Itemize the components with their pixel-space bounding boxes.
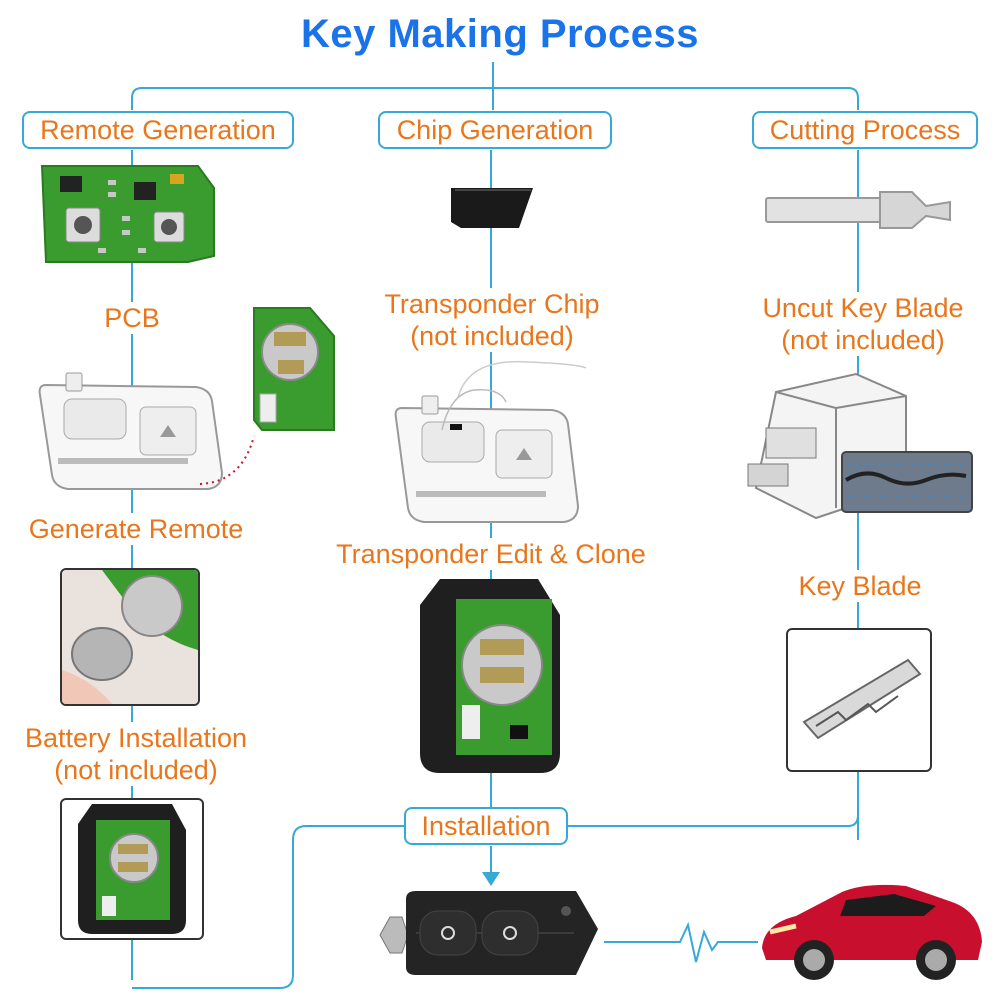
battery-installation-label: Battery Installation (not included) [4, 722, 268, 786]
battery-installation-text: Battery Installation [24, 723, 248, 753]
cutting-process-header: Cutting Process [752, 111, 978, 149]
generate-remote-label: Generate Remote [6, 513, 266, 545]
red-car-icon [762, 884, 982, 980]
key-blade-photo [786, 628, 932, 772]
cut-key-blade-icon [802, 658, 922, 740]
page-title: Key Making Process [300, 12, 700, 56]
battery-not-included-text: (not included) [54, 755, 218, 785]
transponder-chip-label: Transponder Chip (not included) [352, 288, 632, 352]
battery-photo [60, 568, 200, 706]
small-pcb-icon [253, 307, 335, 431]
remote-generation-header: Remote Generation [22, 111, 294, 149]
remote-shell-chip-icon [420, 579, 560, 773]
pcb-icon [40, 165, 215, 263]
uncut-key-blade-text: Uncut Key Blade [762, 293, 964, 323]
key-cutting-machine-icon [747, 372, 973, 520]
battery-icon [62, 570, 198, 704]
uncut-key-blade-not-included: (not included) [781, 325, 945, 355]
uncut-key-blade-icon [765, 191, 951, 229]
key-blade-label: Key Blade [778, 570, 942, 602]
transponder-edit-clone-label: Transponder Edit & Clone [314, 538, 668, 570]
chip-generation-header: Chip Generation [378, 111, 612, 149]
key-programmer-icon [38, 372, 224, 490]
key-programmer-chip-icon [394, 360, 587, 523]
remote-shell-photo [60, 798, 204, 940]
transponder-chip-text: Transponder Chip [384, 289, 600, 319]
cable-dots [199, 435, 255, 485]
pcb-label: PCB [82, 302, 182, 334]
transponder-chip-icon [451, 188, 533, 228]
transponder-chip-not-included: (not included) [410, 321, 574, 351]
remote-shell-icon [78, 804, 186, 934]
flip-key-remote-icon [379, 891, 598, 975]
installation-box: Installation [404, 807, 568, 845]
uncut-key-blade-label: Uncut Key Blade (not included) [748, 292, 978, 356]
